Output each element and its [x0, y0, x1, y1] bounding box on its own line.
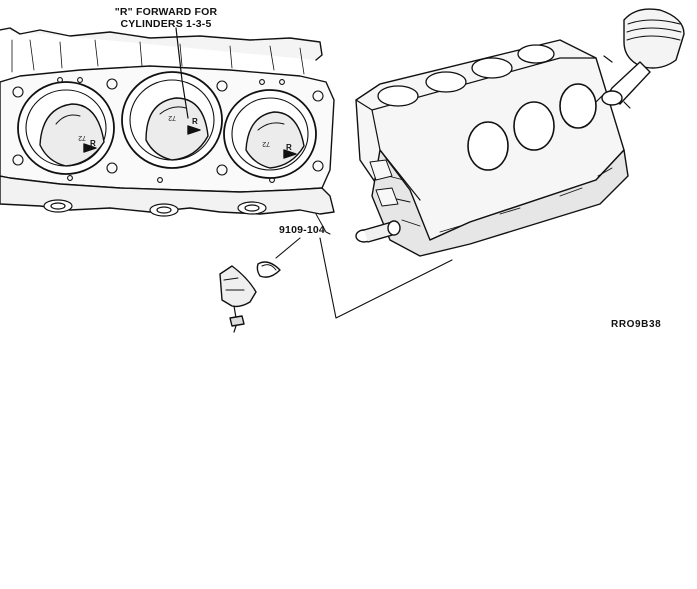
cylinder-deck-closeup: R 72 R 72 R 72 [0, 27, 335, 235]
cylinder-bore-3 [223, 89, 317, 179]
rod-cap-nut [229, 315, 245, 327]
cylinder-bore-1 [17, 81, 115, 175]
rod-cap-bolt [233, 305, 237, 319]
part-number-label: 9109-104 [279, 224, 325, 236]
upper-bank-bores [377, 44, 555, 107]
r-forward-callout: "R" FORWARD FOR CYLINDERS 1-3-5 [96, 6, 236, 30]
block-side-face [371, 149, 629, 257]
r-forward-leader-line [175, 27, 189, 119]
part-number-leader-to-bearing [275, 237, 301, 259]
part-number-leader-to-engine [319, 237, 453, 319]
piston [623, 8, 685, 69]
piston-arrow-3 [283, 149, 297, 159]
figure-code-label: RRO9B38 [611, 319, 662, 330]
piston-crown-2 [145, 97, 209, 161]
block-casting-hatch [11, 39, 305, 75]
crankshaft-snout [355, 220, 401, 243]
piston-mark-number-3: 72 [262, 140, 270, 147]
block-front-details [369, 159, 399, 207]
piston-mark-letter-3: R [286, 143, 292, 152]
rod-cap [219, 265, 257, 308]
piston-arrow-1 [83, 143, 97, 153]
lower-bank-bores [467, 83, 597, 171]
bearing-shell [256, 261, 281, 278]
piston-mark-letter-2: R [192, 117, 198, 126]
r-forward-callout-line2: CYLINDERS 1-3-5 [120, 18, 212, 30]
piston-rod-assembly [595, 8, 685, 109]
piston-mark-number-1: 72 [78, 134, 86, 141]
block-casting-top [0, 27, 323, 61]
piston-mark-letter-1: R [90, 139, 96, 148]
engine-block [355, 39, 629, 257]
block-lower-bores [43, 199, 267, 217]
piston-arrow-2 [187, 125, 201, 135]
cylinder-bore-2 [121, 71, 223, 169]
rod-cap-and-bearing [219, 261, 281, 333]
piston-mark-number-2: 72 [168, 114, 176, 121]
r-forward-callout-line1: "R" FORWARD FOR [114, 6, 218, 18]
